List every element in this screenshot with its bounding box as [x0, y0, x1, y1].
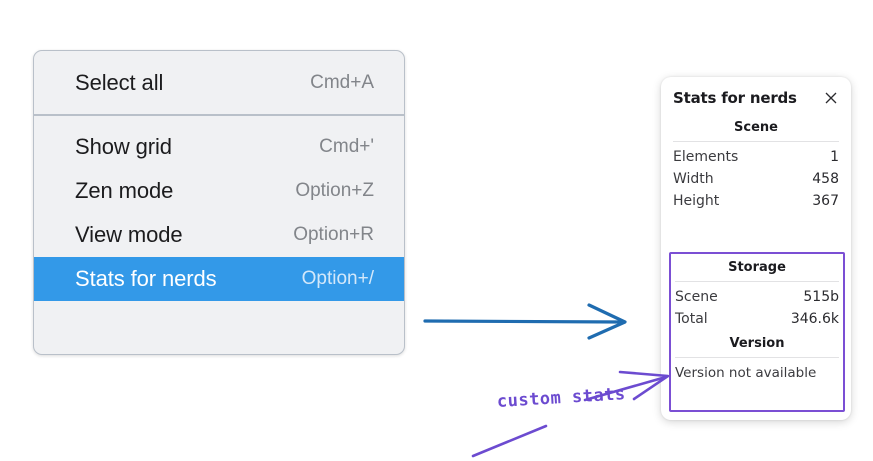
menu-item-shortcut: Option+/ [301, 268, 374, 289]
stat-label: Elements [673, 149, 739, 165]
purple-underline-stroke [471, 424, 548, 458]
menu-item-zen-mode[interactable]: Zen mode Option+Z [34, 169, 404, 213]
divider [675, 357, 839, 358]
custom-stats-annotation-label: custom stats [496, 384, 627, 412]
stat-label: Width [673, 171, 714, 187]
stat-value: 346.6k [790, 311, 839, 327]
stat-row: Scene 515b [672, 286, 842, 308]
menu-item-label: Show grid [75, 134, 172, 159]
stat-label: Scene [675, 289, 718, 305]
menu-item-select-all[interactable]: Select all Cmd+A [34, 61, 404, 105]
divider [675, 281, 839, 282]
menu-group-2: Show grid Cmd+' Zen mode Option+Z View m… [34, 116, 404, 301]
stat-label: Height [673, 193, 720, 209]
stat-row: Elements 1 [670, 146, 842, 168]
canvas-context-menu[interactable]: Select all Cmd+A Show grid Cmd+' Zen mod… [33, 50, 405, 355]
menu-item-stats-for-nerds[interactable]: Stats for nerds Option+/ [34, 257, 404, 301]
version-text: Version not available [675, 365, 817, 381]
stat-value: 458 [812, 171, 839, 187]
scene-section: Scene Elements 1 Width 458 Height 367 [670, 113, 842, 212]
menu-item-shortcut: Option+R [293, 224, 374, 245]
stat-row: Width 458 [670, 168, 842, 190]
stat-value: 515b [803, 289, 839, 305]
menu-item-shortcut: Cmd+' [319, 136, 374, 157]
stat-value: 1 [830, 149, 839, 165]
section-heading-version: Version [729, 336, 785, 351]
stats-for-nerds-panel: Stats for nerds Scene Elements 1 Width 4… [661, 77, 851, 420]
storage-section: Storage Scene 515b Total 346.6k [672, 254, 842, 330]
menu-item-label: View mode [75, 222, 183, 247]
menu-item-view-mode[interactable]: View mode Option+R [34, 213, 404, 257]
divider [673, 141, 839, 142]
close-icon[interactable] [823, 90, 839, 106]
custom-stats-highlight-box: Storage Scene 515b Total 346.6k Version … [669, 252, 845, 412]
version-section: Version Version not available [672, 330, 842, 384]
section-heading-storage: Storage [728, 260, 786, 275]
panel-header: Stats for nerds [670, 77, 842, 113]
blue-arrow-icon [423, 303, 627, 340]
section-heading-scene: Scene [734, 120, 778, 135]
panel-title: Stats for nerds [673, 89, 797, 107]
stat-row: Height 367 [670, 190, 842, 212]
stat-label: Total [675, 311, 708, 327]
menu-group-1: Select all Cmd+A [34, 51, 404, 116]
stat-value: 367 [812, 193, 839, 209]
menu-item-shortcut: Option+Z [295, 180, 374, 201]
menu-item-shortcut: Cmd+A [310, 72, 374, 93]
menu-item-label: Select all [75, 70, 164, 95]
stat-row: Total 346.6k [672, 308, 842, 330]
menu-item-label: Stats for nerds [75, 266, 217, 291]
menu-item-show-grid[interactable]: Show grid Cmd+' [34, 125, 404, 169]
menu-item-label: Zen mode [75, 178, 174, 203]
